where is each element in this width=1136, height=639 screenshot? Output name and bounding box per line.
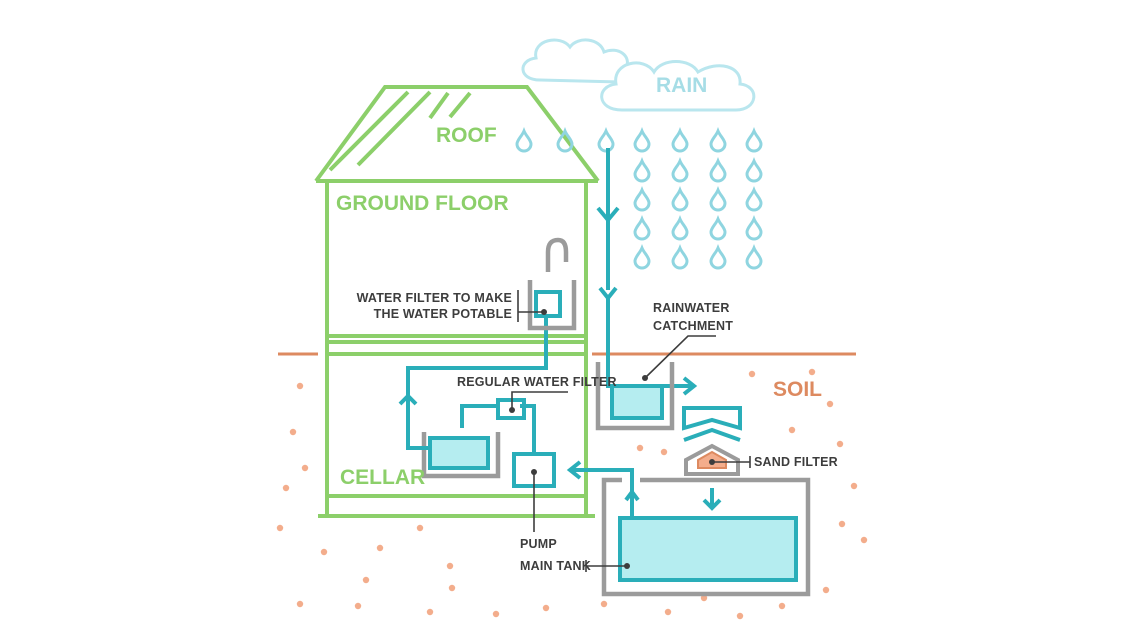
soil-particle	[448, 584, 456, 592]
raindrop	[745, 214, 763, 241]
ground-floor-label: GROUND FLOOR	[336, 192, 509, 215]
raindrop	[515, 126, 533, 153]
soil-particle	[296, 600, 304, 608]
soil-particle	[542, 604, 550, 612]
main-tank	[585, 477, 811, 597]
soil-particle	[362, 576, 370, 584]
soil-particle	[860, 536, 868, 544]
house-walls	[318, 181, 595, 518]
cellar-tank	[398, 318, 548, 479]
soil-particle	[296, 382, 304, 390]
soil-label: SOIL	[773, 378, 822, 401]
roof-downpipe	[596, 148, 698, 396]
soil-particle	[282, 484, 290, 492]
raindrop	[709, 214, 727, 241]
raindrop	[556, 126, 574, 153]
raindrop	[745, 126, 763, 153]
soil-particle	[446, 562, 454, 570]
raindrop	[633, 126, 651, 153]
cellar-label: CELLAR	[340, 466, 425, 489]
raindrop	[671, 214, 689, 241]
raindrop	[709, 243, 727, 270]
soil-particle	[354, 602, 362, 610]
raindrop	[709, 156, 727, 183]
regular-water-filter	[460, 391, 568, 454]
regular-filter-label: REGULAR WATER FILTER	[457, 375, 617, 389]
potable-filter-label-line2: THE WATER POTABLE	[374, 307, 512, 321]
soil-particle	[636, 444, 644, 452]
raindrop	[671, 156, 689, 183]
raindrop	[671, 243, 689, 270]
soil-particle	[700, 594, 708, 602]
raindrop	[671, 126, 689, 153]
soil-particle	[836, 440, 844, 448]
soil-particles	[276, 368, 868, 620]
rainwater-catchment	[595, 335, 716, 431]
catchment-label-line2: CATCHMENT	[653, 319, 733, 333]
soil-particle	[850, 482, 858, 490]
tank-to-pump-pipe	[566, 460, 640, 518]
soil-particle	[301, 464, 309, 472]
raindrops	[515, 126, 763, 270]
rain-cloud	[521, 38, 756, 112]
soil-particle	[660, 448, 668, 456]
raindrop	[709, 185, 727, 212]
soil-particle	[826, 400, 834, 408]
soil-particle	[320, 548, 328, 556]
raindrop	[671, 185, 689, 212]
potable-filter-label-line1: WATER FILTER TO MAKE	[357, 291, 512, 305]
catchment-label-line1: RAINWATER	[653, 301, 730, 315]
raindrop	[709, 126, 727, 153]
pump-label: PUMP	[520, 537, 557, 551]
sink-filter	[517, 237, 577, 331]
sand-filter	[682, 406, 751, 511]
roof-label: ROOF	[436, 124, 497, 147]
soil-particle	[600, 600, 608, 608]
raindrop	[633, 243, 651, 270]
raindrop	[633, 214, 651, 241]
raindrop	[633, 185, 651, 212]
soil-particle	[822, 586, 830, 594]
soil-particle	[426, 608, 434, 616]
raindrop	[633, 156, 651, 183]
soil-particle	[289, 428, 297, 436]
soil-particle	[748, 370, 756, 378]
sand-filter-label: SAND FILTER	[754, 455, 838, 469]
soil-particle	[492, 610, 500, 618]
pump	[512, 452, 556, 532]
raindrop	[745, 156, 763, 183]
soil-particle	[416, 524, 424, 532]
soil-particle	[664, 608, 672, 616]
soil-particle	[838, 520, 846, 528]
soil-particle	[376, 544, 384, 552]
raindrop	[745, 185, 763, 212]
rain-label: RAIN	[656, 74, 707, 97]
soil-particle	[808, 368, 816, 376]
soil-particle	[736, 612, 744, 620]
main-tank-label: MAIN TANK	[520, 559, 591, 573]
soil-particle	[788, 426, 796, 434]
soil-particle	[276, 524, 284, 532]
soil-particle	[778, 602, 786, 610]
raindrop	[745, 243, 763, 270]
